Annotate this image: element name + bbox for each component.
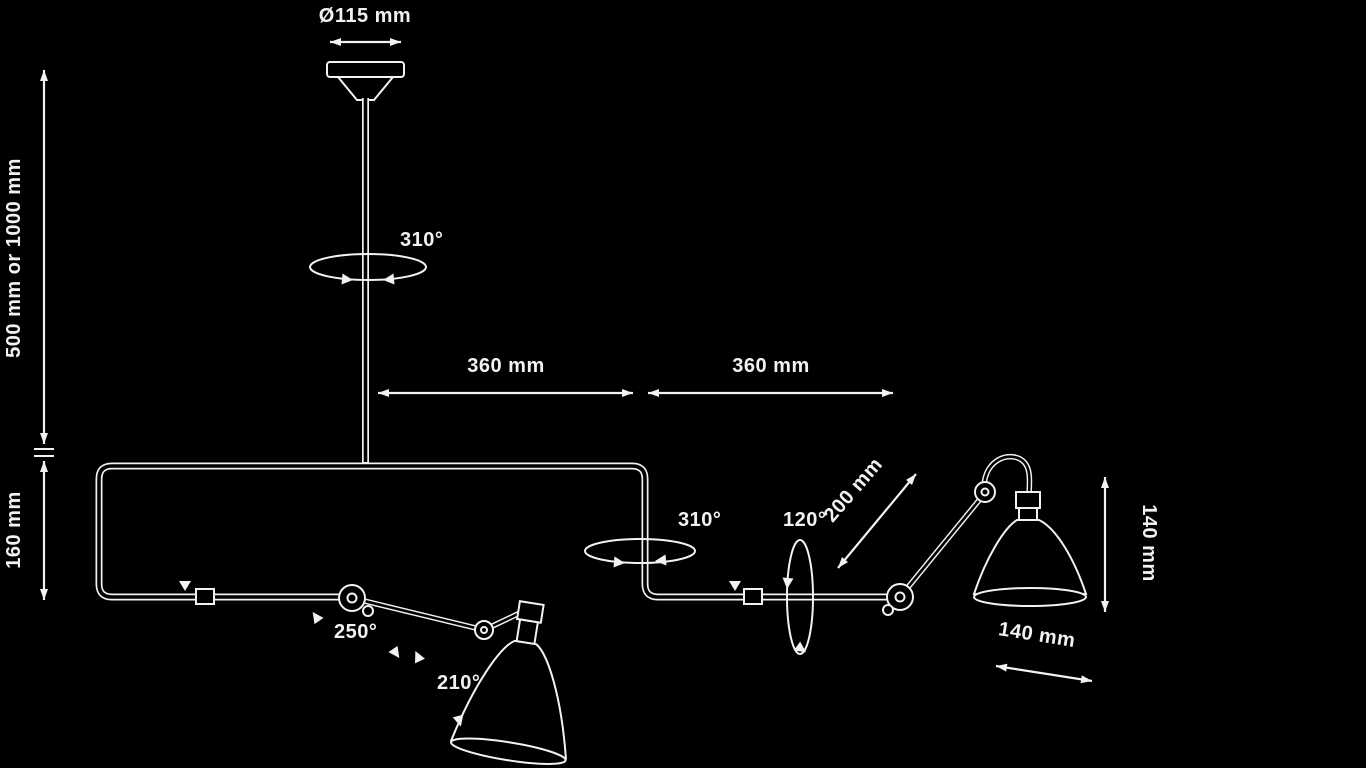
dim-body-height: 160 mm	[3, 461, 48, 600]
right-shade	[972, 491, 1088, 607]
label-right-arm-length: 360 mm	[732, 355, 810, 377]
label-shade-height: 140 mm	[1138, 504, 1160, 582]
dim-forearm-length: 200 mm	[820, 454, 917, 569]
label-rose-diameter: Ø115 mm	[319, 5, 411, 27]
label-stem-rotation: 310°	[400, 229, 443, 251]
dim-left-arm-length: 360 mm	[378, 355, 633, 397]
left-elbow-joint	[338, 584, 374, 617]
left-tube-coupling	[179, 581, 215, 605]
right-shade-hook	[981, 453, 1033, 495]
rotation-right-elbow: 120°	[782, 509, 826, 655]
dim-shade-diameter: 140 mm	[995, 618, 1093, 684]
left-shade-joint	[474, 620, 494, 640]
label-forearm-length: 200 mm	[820, 454, 887, 527]
label-shade-tilt-angle: 210°	[437, 672, 480, 694]
right-arm-joint	[974, 481, 996, 503]
left-shade	[449, 600, 567, 765]
rotation-left-shade: 210°	[415, 651, 480, 727]
rotation-right-arm: 310°	[584, 509, 721, 568]
right-elbow-joint	[882, 583, 914, 616]
label-elbow-rotation: 120°	[783, 509, 826, 531]
rotation-left-elbow: 250°	[312, 611, 400, 659]
label-left-arm-length: 360 mm	[467, 355, 545, 377]
label-drop-height: 500 mm or 1000 mm	[3, 158, 25, 358]
label-left-elbow-angle: 250°	[334, 621, 377, 643]
label-shade-diameter: 140 mm	[997, 618, 1077, 652]
label-arm-rotation: 310°	[678, 509, 721, 531]
dim-right-arm-length: 360 mm	[648, 355, 893, 397]
rotation-stem: 310°	[309, 229, 443, 285]
ceiling-rose	[326, 61, 405, 101]
dim-drop-height: 500 mm or 1000 mm	[3, 70, 54, 457]
label-body-height: 160 mm	[3, 491, 25, 569]
dim-rose-diameter: Ø115 mm	[319, 5, 411, 46]
right-tube-coupling	[729, 581, 763, 605]
dim-shade-height: 140 mm	[1101, 477, 1160, 612]
tubes	[95, 98, 900, 601]
